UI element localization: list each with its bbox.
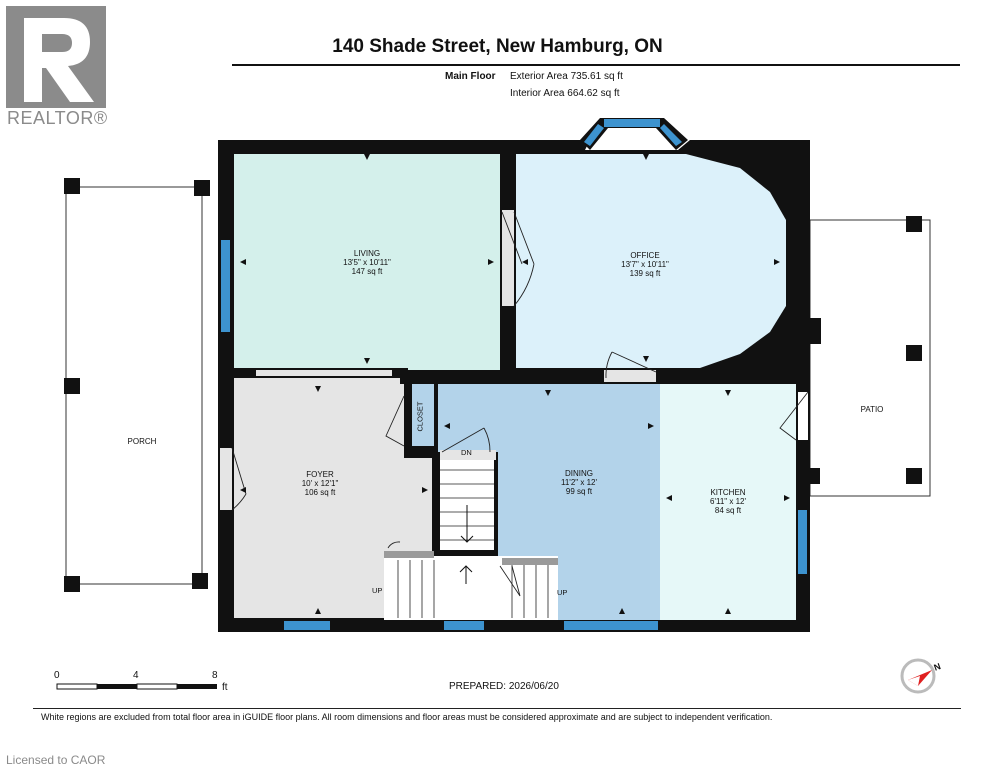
window-dining-south: [564, 621, 658, 630]
interior-area: Interior Area 664.62 sq ft: [510, 88, 620, 99]
office-name: OFFICE: [630, 251, 660, 260]
dimension-markers: [240, 154, 790, 614]
title-divider: [232, 64, 960, 66]
office-dims: 13'7" x 10'11": [621, 260, 669, 269]
kitchen-dims: 6'11" x 12': [710, 497, 746, 506]
window-foyer-south: [284, 621, 330, 630]
window-kitchen-east: [798, 510, 807, 574]
room-label-kitchen: KITCHEN 6'11" x 12' 84 sq ft: [678, 488, 778, 515]
patio-label: PATIO: [860, 405, 884, 414]
stairs-down: [440, 469, 494, 541]
kitchen-name: KITCHEN: [710, 488, 746, 497]
living-room-fill: [234, 154, 500, 370]
foyer-dims: 10' x 12'1": [301, 479, 339, 488]
room-label-dining: DINING 11'2" x 12' 99 sq ft: [529, 469, 629, 496]
footer-divider: [33, 708, 961, 709]
door-swings: [231, 211, 809, 597]
room-label-foyer: FOYER 10' x 12'1" 106 sq ft: [270, 470, 370, 497]
prepared-date: PREPARED: 2026/06/20: [449, 681, 559, 692]
kitchen-area: 84 sq ft: [714, 506, 742, 515]
foyer-area: 106 sq ft: [304, 488, 336, 497]
dining-dims: 11'2" x 12': [561, 478, 597, 487]
living-dims: 13'5" x 10'11": [343, 258, 391, 267]
window-living-west: [221, 240, 230, 332]
stairs-up-left-label: UP: [372, 586, 383, 595]
dining-name: DINING: [565, 469, 593, 478]
realtor-logo: [6, 6, 106, 108]
wall-office-dining: [516, 368, 810, 384]
porch-area: [64, 178, 210, 592]
kitchen-room-fill: [660, 384, 796, 620]
realtor-logo-text: REALTOR®: [7, 108, 108, 128]
scale-tick-8: 8: [212, 670, 218, 681]
compass-icon: [900, 658, 936, 694]
licensed-text: Licensed to CAOR: [6, 753, 106, 767]
room-label-office: OFFICE 13'7" x 10'11" 139 sq ft: [595, 251, 695, 278]
scale-tick-0: 0: [54, 670, 60, 681]
floor-label: Main Floor: [445, 71, 496, 82]
foyer-name: FOYER: [306, 470, 334, 479]
scale-bar: [56, 683, 217, 690]
living-area: 147 sq ft: [351, 267, 383, 276]
office-room-fill: [516, 154, 786, 368]
dining-area: 99 sq ft: [565, 487, 593, 496]
window-stairs-south: [444, 621, 484, 630]
stairs-down-label: DN: [461, 448, 472, 457]
stairs-up-right-label: UP: [557, 588, 568, 597]
scale-tick-4: 4: [133, 670, 139, 681]
closet-label: CLOSET: [415, 401, 425, 432]
exterior-area: Exterior Area 735.61 sq ft: [510, 71, 623, 82]
stairs-up: [397, 560, 549, 618]
floorplan-title: 140 Shade Street, New Hamburg, ON: [332, 36, 663, 57]
bay-window: [580, 118, 688, 150]
disclaimer-text: White regions are excluded from total fl…: [41, 712, 773, 722]
porch-label: PORCH: [127, 437, 157, 446]
office-area: 139 sq ft: [629, 269, 661, 278]
living-name: LIVING: [353, 249, 381, 258]
scale-unit: ft: [222, 682, 228, 693]
patio-area: [808, 216, 931, 497]
closet-fill: [412, 384, 434, 446]
room-label-living: LIVING 13'5" x 10'11" 147 sq ft: [317, 249, 417, 276]
